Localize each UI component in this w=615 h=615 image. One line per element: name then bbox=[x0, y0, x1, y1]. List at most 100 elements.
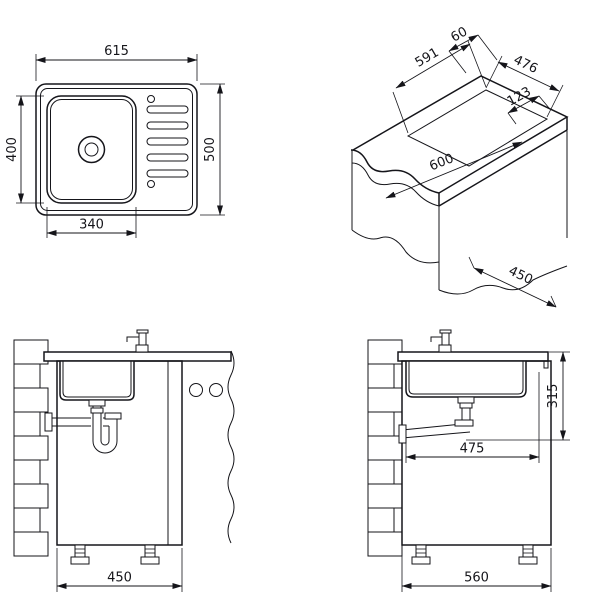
knob-right bbox=[209, 383, 223, 397]
foot-stem bbox=[144, 544, 156, 558]
brick bbox=[13, 411, 41, 437]
brick bbox=[367, 531, 403, 557]
brick bbox=[367, 363, 395, 389]
cabinet-outline bbox=[401, 360, 552, 546]
side-section-view: 315 475 560 bbox=[367, 329, 570, 592]
drain-flange bbox=[88, 399, 106, 407]
extension-line bbox=[467, 40, 487, 88]
brick-wall bbox=[367, 339, 403, 557]
bowl-section-inner bbox=[62, 361, 132, 398]
dimension-drain-height: 315 bbox=[466, 351, 570, 441]
dim-label: 500 bbox=[203, 137, 218, 162]
faucet-body bbox=[138, 332, 147, 346]
extension-line bbox=[507, 112, 517, 125]
brick bbox=[367, 411, 395, 437]
pipe-nut bbox=[104, 412, 122, 420]
trap-bend-outer bbox=[92, 440, 118, 454]
brick-wall bbox=[13, 339, 49, 557]
brick bbox=[367, 339, 403, 365]
bowl-section-inner bbox=[408, 361, 524, 395]
foot-stem bbox=[415, 544, 427, 558]
dim-label: 340 bbox=[79, 218, 104, 233]
top-view: 615 500 400 340 bbox=[5, 44, 225, 238]
dim-line bbox=[497, 61, 560, 92]
siphon-trap bbox=[44, 399, 122, 454]
dim-label: 560 bbox=[464, 571, 489, 586]
foot-base bbox=[70, 556, 90, 565]
torn-cabinet-bottom-left bbox=[351, 229, 440, 290]
trap-bend-inner bbox=[100, 440, 110, 446]
dim-label: 60 bbox=[448, 24, 470, 45]
front-lip bbox=[543, 360, 549, 369]
sink-outline bbox=[35, 83, 198, 216]
brick bbox=[13, 339, 49, 365]
adjustable-feet bbox=[411, 544, 538, 565]
extension-line bbox=[477, 34, 498, 61]
extension-line bbox=[485, 55, 503, 89]
faucet-cap bbox=[136, 329, 149, 334]
drain-and-waste bbox=[398, 396, 475, 444]
torn-cabinet-bottom-right bbox=[438, 265, 568, 295]
brick bbox=[367, 483, 403, 509]
foot-base bbox=[411, 556, 431, 565]
groove bbox=[146, 121, 189, 130]
bowl-section-outer bbox=[59, 361, 135, 401]
groove bbox=[146, 105, 189, 114]
countertop-slab bbox=[397, 351, 549, 362]
drainboard-grooves bbox=[146, 105, 189, 178]
drain-outer bbox=[77, 135, 106, 164]
extension-line bbox=[538, 95, 550, 109]
brick bbox=[13, 531, 49, 557]
pipe-nut bbox=[454, 419, 474, 427]
drain-flange bbox=[457, 396, 475, 404]
groove bbox=[146, 169, 189, 178]
waste-arm-wall bbox=[401, 431, 471, 439]
dim-line bbox=[395, 43, 471, 89]
dim-line bbox=[507, 95, 540, 114]
countertop-slab bbox=[43, 351, 232, 362]
brick bbox=[367, 459, 395, 485]
faucet-spout bbox=[126, 336, 139, 342]
dimension-overall-width: 560 bbox=[401, 548, 552, 592]
waste-arm-wall bbox=[401, 423, 463, 431]
dimension-overall-width: 615 bbox=[35, 44, 198, 81]
bowl-outline bbox=[46, 95, 137, 204]
dim-label: 400 bbox=[5, 137, 20, 162]
dimension-trap-offset: 475 bbox=[405, 372, 540, 463]
dim-line bbox=[385, 141, 523, 199]
extension-line bbox=[392, 91, 409, 134]
faucet-base bbox=[135, 344, 149, 353]
adjustable-feet bbox=[70, 544, 160, 565]
dim-label: 476 bbox=[511, 53, 540, 77]
dim-label: 475 bbox=[460, 442, 485, 457]
brick bbox=[13, 387, 49, 413]
front-section-view: 450 bbox=[13, 329, 235, 592]
bowl-inner bbox=[50, 99, 133, 200]
groove bbox=[146, 137, 189, 146]
extension-line bbox=[546, 84, 564, 118]
cabinet-outline bbox=[56, 360, 183, 546]
tap-hole-bottom bbox=[147, 180, 155, 188]
dimension-back-ledge: 60 bbox=[448, 24, 498, 74]
dim-label: 450 bbox=[107, 571, 132, 586]
dim-line bbox=[473, 267, 557, 308]
iso-view: 60 591 476 123 600 450 bbox=[350, 24, 569, 308]
brick bbox=[13, 483, 49, 509]
knob-left bbox=[189, 383, 203, 397]
foot-base bbox=[140, 556, 160, 565]
faucet-base bbox=[438, 344, 452, 353]
faucet-cap bbox=[439, 329, 452, 334]
dim-label: 615 bbox=[104, 44, 129, 59]
brick bbox=[367, 507, 395, 533]
foot-stem bbox=[74, 544, 86, 558]
faucet-body bbox=[441, 332, 450, 346]
pipe-nut bbox=[459, 402, 473, 409]
groove bbox=[146, 153, 189, 162]
wall-flange bbox=[44, 412, 53, 432]
brick bbox=[13, 435, 49, 461]
brick bbox=[13, 363, 41, 389]
dimension-cabinet-width: 450 bbox=[56, 548, 183, 592]
drain-inner bbox=[84, 142, 99, 157]
dimension-cabinet-depth: 450 bbox=[468, 256, 557, 308]
